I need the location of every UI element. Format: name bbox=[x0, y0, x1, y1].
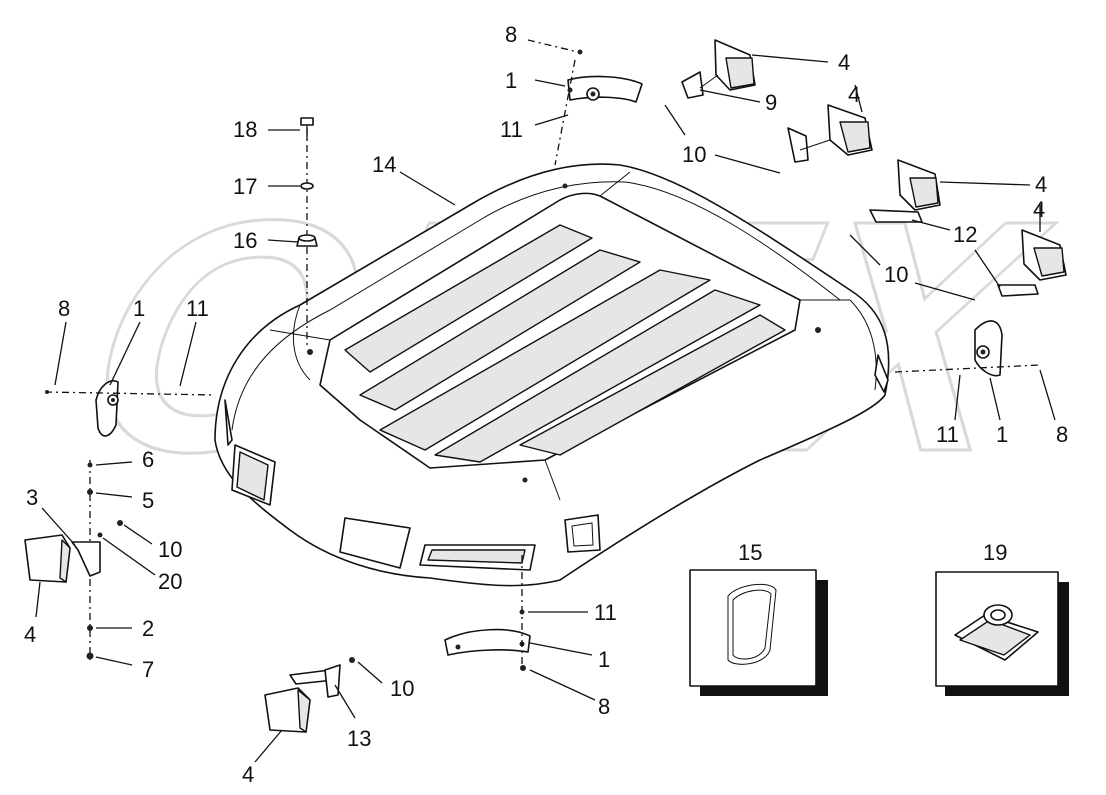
callout-8: 8 bbox=[505, 22, 517, 47]
callout-11: 11 bbox=[500, 117, 523, 142]
callout-9: 9 bbox=[765, 90, 777, 115]
callout-6: 6 bbox=[142, 447, 154, 472]
callout-4: 4 bbox=[242, 762, 254, 787]
callout-1: 1 bbox=[505, 68, 517, 93]
callout-11: 11 bbox=[936, 422, 959, 447]
callout-7: 7 bbox=[142, 657, 154, 682]
callout-labels: 8 1 11 4 9 4 10 18 17 14 16 4 12 4 10 8 … bbox=[24, 22, 1068, 787]
leader-lines bbox=[35, 54, 1056, 763]
inset-grommet-19 bbox=[935, 571, 1069, 696]
work-lamp-upper-4 bbox=[997, 229, 1067, 297]
left-lamp-bracket bbox=[44, 380, 216, 437]
callout-1: 1 bbox=[598, 647, 610, 672]
callout-18: 18 bbox=[233, 117, 257, 142]
inset-seal-15 bbox=[689, 569, 828, 696]
work-lamp-upper-2 bbox=[787, 104, 873, 163]
callout-10: 10 bbox=[884, 262, 908, 287]
callout-12: 12 bbox=[953, 222, 977, 247]
callout-4: 4 bbox=[848, 82, 860, 107]
callout-10: 10 bbox=[682, 142, 706, 167]
washer-17 bbox=[300, 182, 314, 190]
callout-14: 14 bbox=[372, 152, 396, 177]
callout-13: 13 bbox=[347, 726, 371, 751]
callout-3: 3 bbox=[26, 485, 38, 510]
bolt-stack bbox=[296, 117, 318, 345]
work-lamp-lower bbox=[264, 657, 355, 733]
bolt-18 bbox=[300, 117, 314, 126]
right-lamp-bracket bbox=[894, 320, 1041, 377]
callout-15: 15 bbox=[738, 540, 762, 565]
callout-4: 4 bbox=[24, 622, 36, 647]
work-lamp-upper-1 bbox=[681, 39, 756, 99]
callout-20: 20 bbox=[158, 569, 182, 594]
top-lamp-bracket bbox=[527, 39, 643, 166]
callout-2: 2 bbox=[142, 616, 154, 641]
callout-1: 1 bbox=[996, 422, 1008, 447]
callout-4: 4 bbox=[1035, 172, 1047, 197]
callout-16: 16 bbox=[233, 228, 257, 253]
callout-10: 10 bbox=[158, 537, 182, 562]
callout-4: 4 bbox=[1033, 197, 1045, 222]
left-lamp-assembly bbox=[24, 460, 123, 660]
callout-17: 17 bbox=[233, 174, 257, 199]
callout-11: 11 bbox=[186, 296, 209, 321]
callout-11: 11 bbox=[594, 600, 617, 625]
callout-5: 5 bbox=[142, 488, 154, 513]
callout-4: 4 bbox=[838, 50, 850, 75]
callout-8: 8 bbox=[1056, 422, 1068, 447]
callout-1: 1 bbox=[133, 296, 145, 321]
callout-19: 19 bbox=[983, 540, 1007, 565]
work-lamp-upper-3 bbox=[869, 159, 941, 223]
callout-8: 8 bbox=[598, 694, 610, 719]
callout-10: 10 bbox=[390, 676, 414, 701]
bottom-lamp-bracket bbox=[444, 555, 531, 672]
callout-8: 8 bbox=[58, 296, 70, 321]
cab-roof bbox=[214, 163, 890, 587]
